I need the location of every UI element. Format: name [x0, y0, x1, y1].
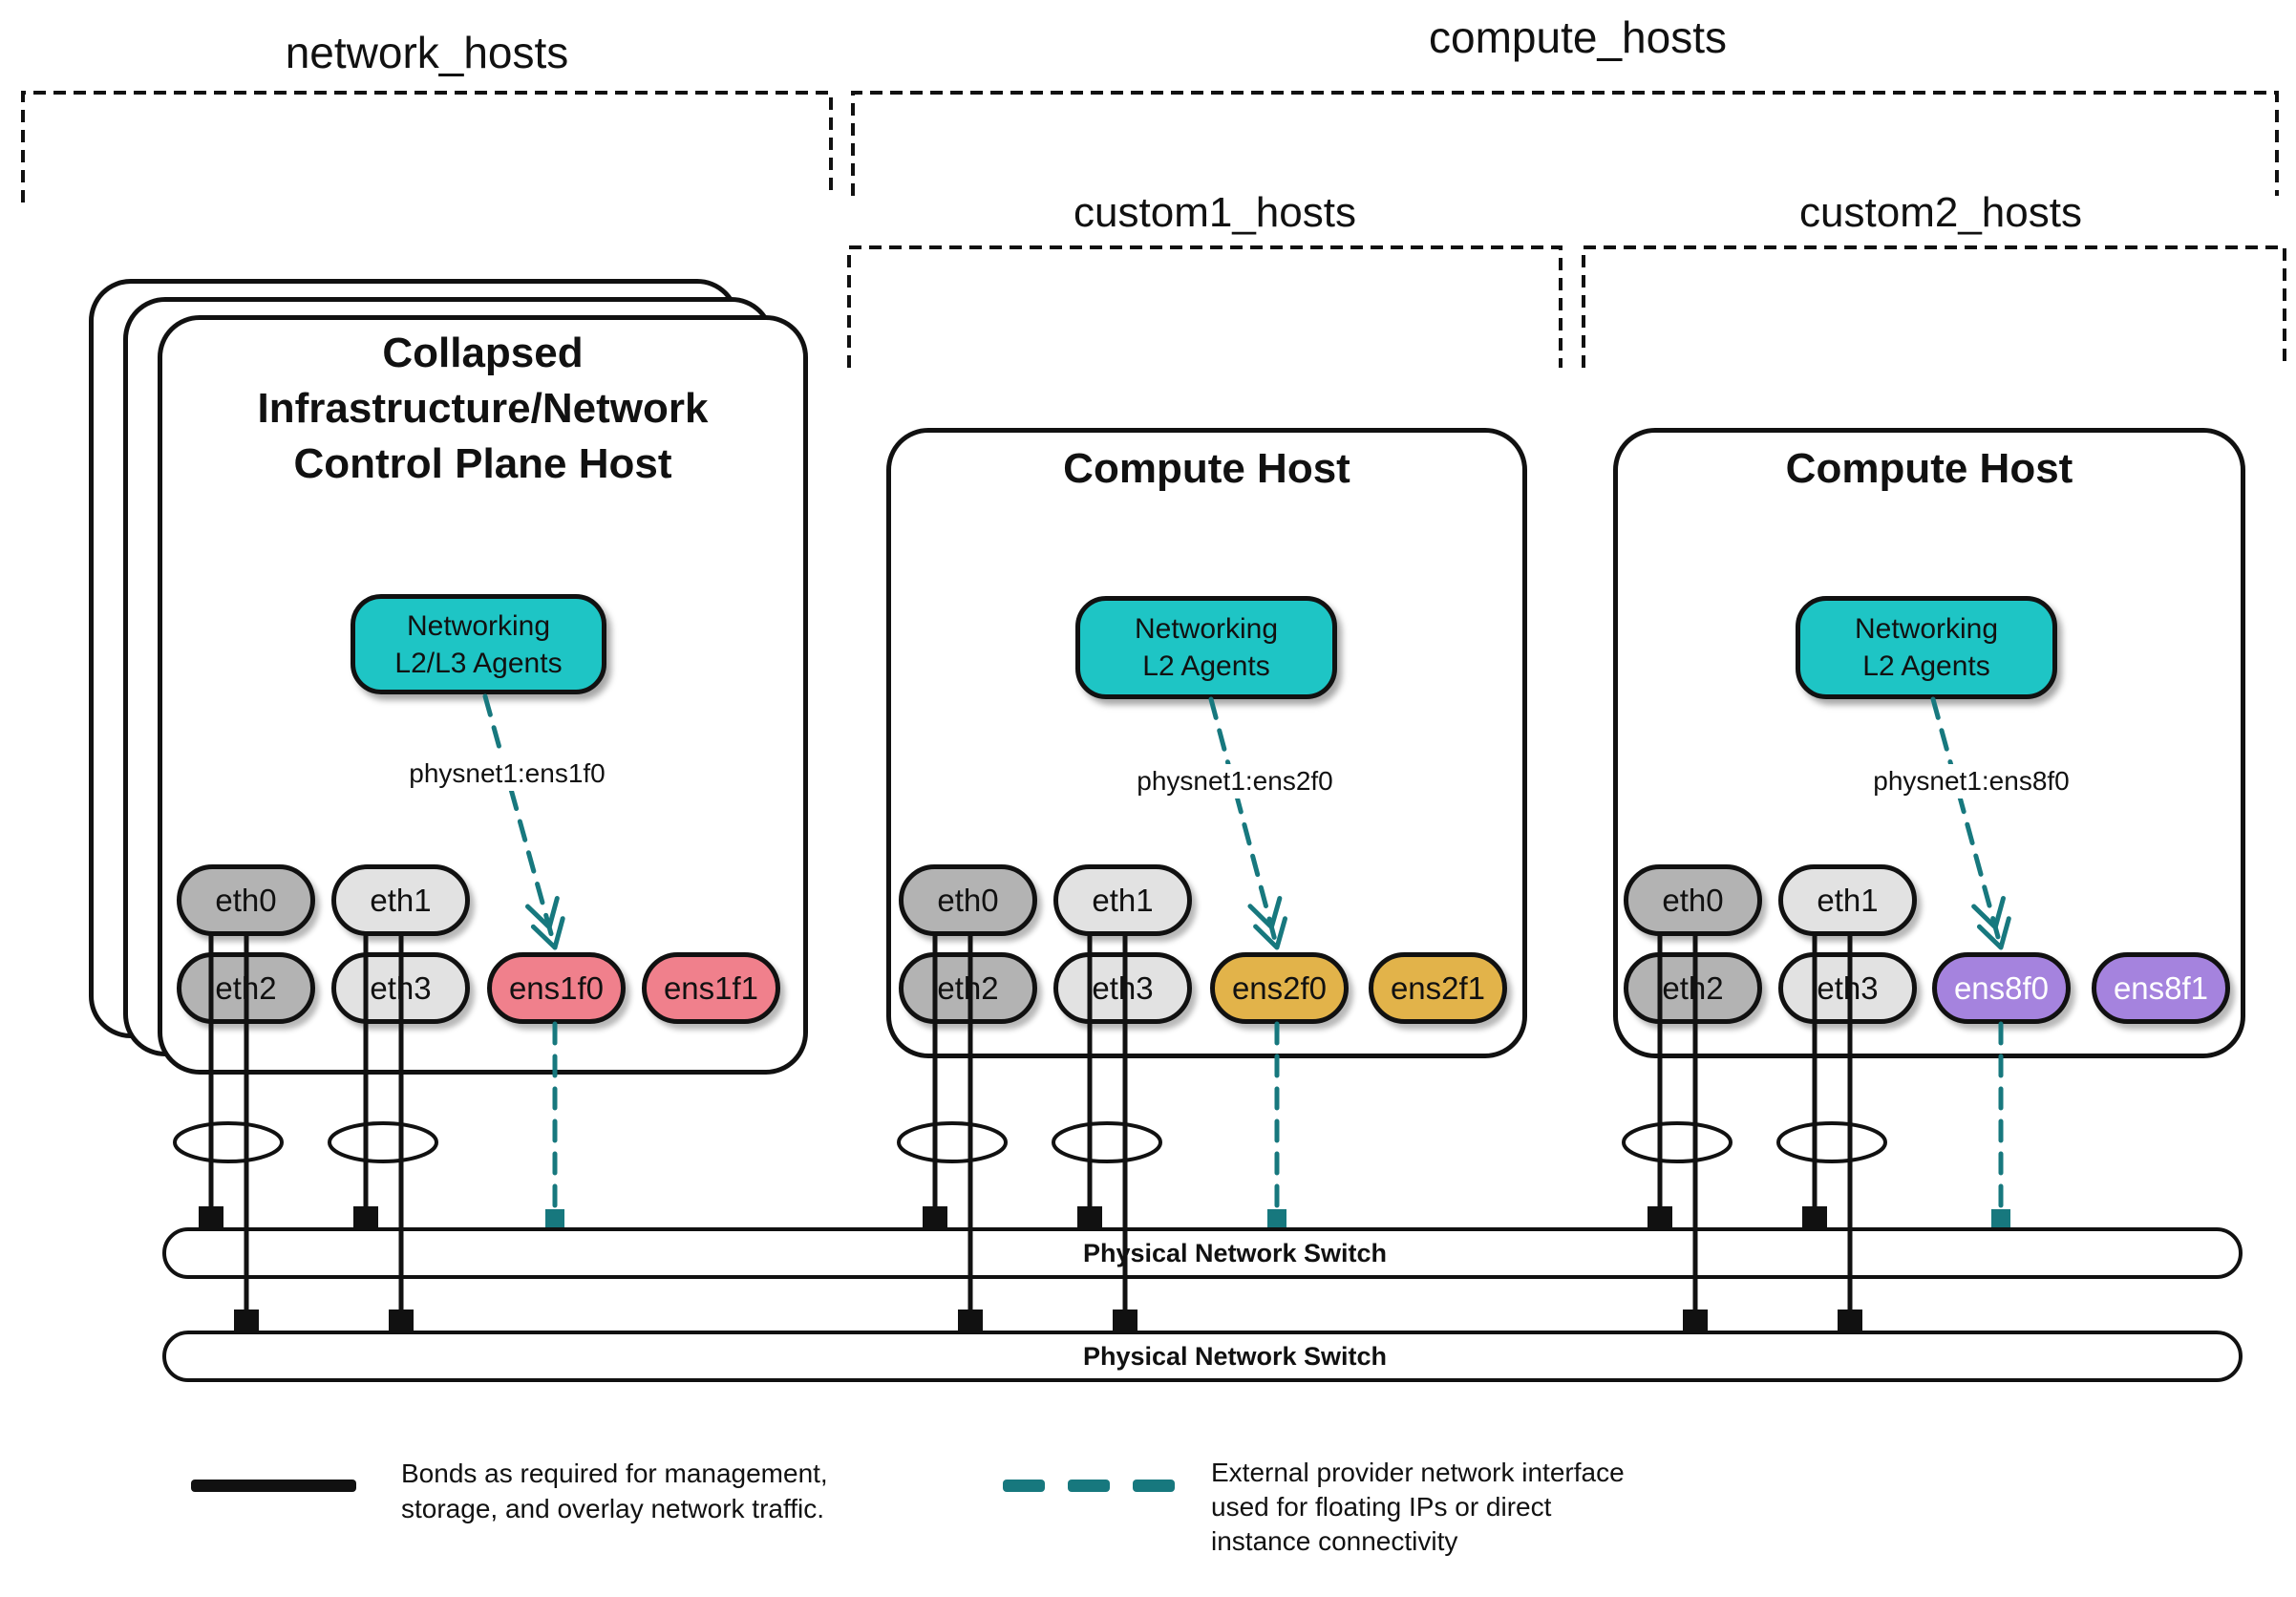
connector-square [1838, 1310, 1862, 1331]
network-hosts-bracket [21, 91, 833, 202]
connector-square [353, 1206, 378, 1227]
provider-connector-squares [545, 1209, 2010, 1227]
physical-network-switch-top: Physical Network Switch [162, 1227, 2243, 1279]
physical-network-switch-top-label: Physical Network Switch [1082, 1238, 1388, 1267]
legend-provider-line-sample [1003, 1480, 1175, 1492]
physical-network-switch-bottom: Physical Network Switch [162, 1331, 2243, 1382]
connector-square [234, 1310, 259, 1331]
collapsed-agent-line2: L2/L3 Agents [394, 647, 563, 679]
legend-provider-text-line1: External provider network interface [1211, 1458, 1625, 1487]
interface-pill-ens2f1: ens2f1 [1369, 952, 1507, 1024]
interface-pill-eth3: eth3 [331, 952, 470, 1024]
connector-square [1683, 1310, 1708, 1331]
interface-pill-ens2f0: ens2f0 [1210, 952, 1349, 1024]
physnet-label-compute2: physnet1:ens8f0 [1863, 764, 2079, 798]
interface-pill-c2-eth3: eth3 [1778, 952, 1917, 1024]
group-label-network-hosts: network_hosts [285, 28, 569, 77]
interface-pill-ens8f0: ens8f0 [1932, 952, 2071, 1024]
collapsed-host-title-line2: Infrastructure/Network [257, 385, 709, 432]
interface-pill-c2-eth0: eth0 [1624, 864, 1762, 936]
legend-bond-text-line1: Bonds as required for management, [401, 1459, 828, 1488]
group-label-custom1-hosts: custom1_hosts [1074, 189, 1356, 236]
collapsed-networking-agents-box: Networking L2/L3 Agents [351, 594, 606, 694]
collapsed-agent-line1: Networking [406, 609, 551, 642]
physnet-label-collapsed: physnet1:ens1f0 [399, 756, 615, 791]
bond-ellipse [897, 1121, 1008, 1163]
group-label-custom2-hosts: custom2_hosts [1799, 189, 2082, 236]
compute1-agent-line2: L2 Agents [1142, 650, 1270, 682]
compute-host-1-title: Compute Host [1063, 445, 1350, 492]
interface-pill-eth1: eth1 [331, 864, 470, 936]
compute2-agent-line1: Networking [1854, 613, 1999, 645]
compute1-networking-agents-box: Networking L2 Agents [1075, 596, 1337, 699]
interface-pill-eth2: eth2 [177, 952, 315, 1024]
interface-pill-c1-eth3: eth3 [1053, 952, 1192, 1024]
legend-provider-text-line3: instance connectivity [1211, 1526, 1458, 1556]
compute2-agent-line2: L2 Agents [1862, 650, 1990, 682]
bond-ellipse [173, 1121, 284, 1163]
physnet-label-compute1: physnet1:ens2f0 [1127, 764, 1343, 798]
collapsed-host-title-line3: Control Plane Host [293, 440, 672, 487]
group-label-compute-hosts: compute_hosts [1429, 12, 1727, 62]
legend-provider-text: External provider network interface used… [1211, 1456, 1625, 1559]
interface-pill-c1-eth1: eth1 [1053, 864, 1192, 936]
interface-pill-c2-eth2: eth2 [1624, 952, 1762, 1024]
legend-bond-line-sample [191, 1480, 356, 1492]
custom1-hosts-bracket [847, 245, 1563, 368]
interface-pill-ens1f1: ens1f1 [642, 952, 780, 1024]
bond-ellipses [173, 1121, 1887, 1163]
connector-square [1648, 1206, 1672, 1227]
interface-pill-ens8f1: ens8f1 [2092, 952, 2230, 1024]
connector-square [389, 1310, 414, 1331]
compute-host-2-title: Compute Host [1785, 445, 2073, 492]
compute-hosts-bracket [851, 91, 2279, 196]
teal-connector-square [1991, 1209, 2010, 1227]
legend-provider-text-line2: used for floating IPs or direct [1211, 1492, 1552, 1522]
bond-ellipse [1052, 1121, 1162, 1163]
connector-square [199, 1206, 223, 1227]
interface-pill-ens1f0: ens1f0 [487, 952, 626, 1024]
compute1-agent-line1: Networking [1134, 613, 1279, 645]
connector-square [1077, 1206, 1102, 1227]
interface-pill-c2-eth1: eth1 [1778, 864, 1917, 936]
teal-connector-square [545, 1209, 564, 1227]
physical-network-switch-bottom-label: Physical Network Switch [1082, 1341, 1388, 1371]
custom2-hosts-bracket [1582, 245, 2286, 368]
connector-square [923, 1206, 947, 1227]
interface-pill-eth0: eth0 [177, 864, 315, 936]
connector-square [1802, 1206, 1827, 1227]
bond-ellipse [1622, 1121, 1733, 1163]
connector-square [1113, 1310, 1137, 1331]
teal-connector-square [1267, 1209, 1286, 1227]
collapsed-host-title: Collapsed Infrastructure/Network Control… [177, 326, 789, 492]
interface-pill-c1-eth2: eth2 [899, 952, 1037, 1024]
legend-bond-text-line2: storage, and overlay network traffic. [401, 1494, 825, 1523]
interface-pill-c1-eth0: eth0 [899, 864, 1037, 936]
bond-ellipse [1776, 1121, 1887, 1163]
compute2-networking-agents-box: Networking L2 Agents [1796, 596, 2057, 699]
bond-ellipse [328, 1121, 438, 1163]
legend-bond-text: Bonds as required for management, storag… [401, 1456, 828, 1526]
connector-square [958, 1310, 983, 1331]
collapsed-host-title-line1: Collapsed [382, 330, 584, 376]
